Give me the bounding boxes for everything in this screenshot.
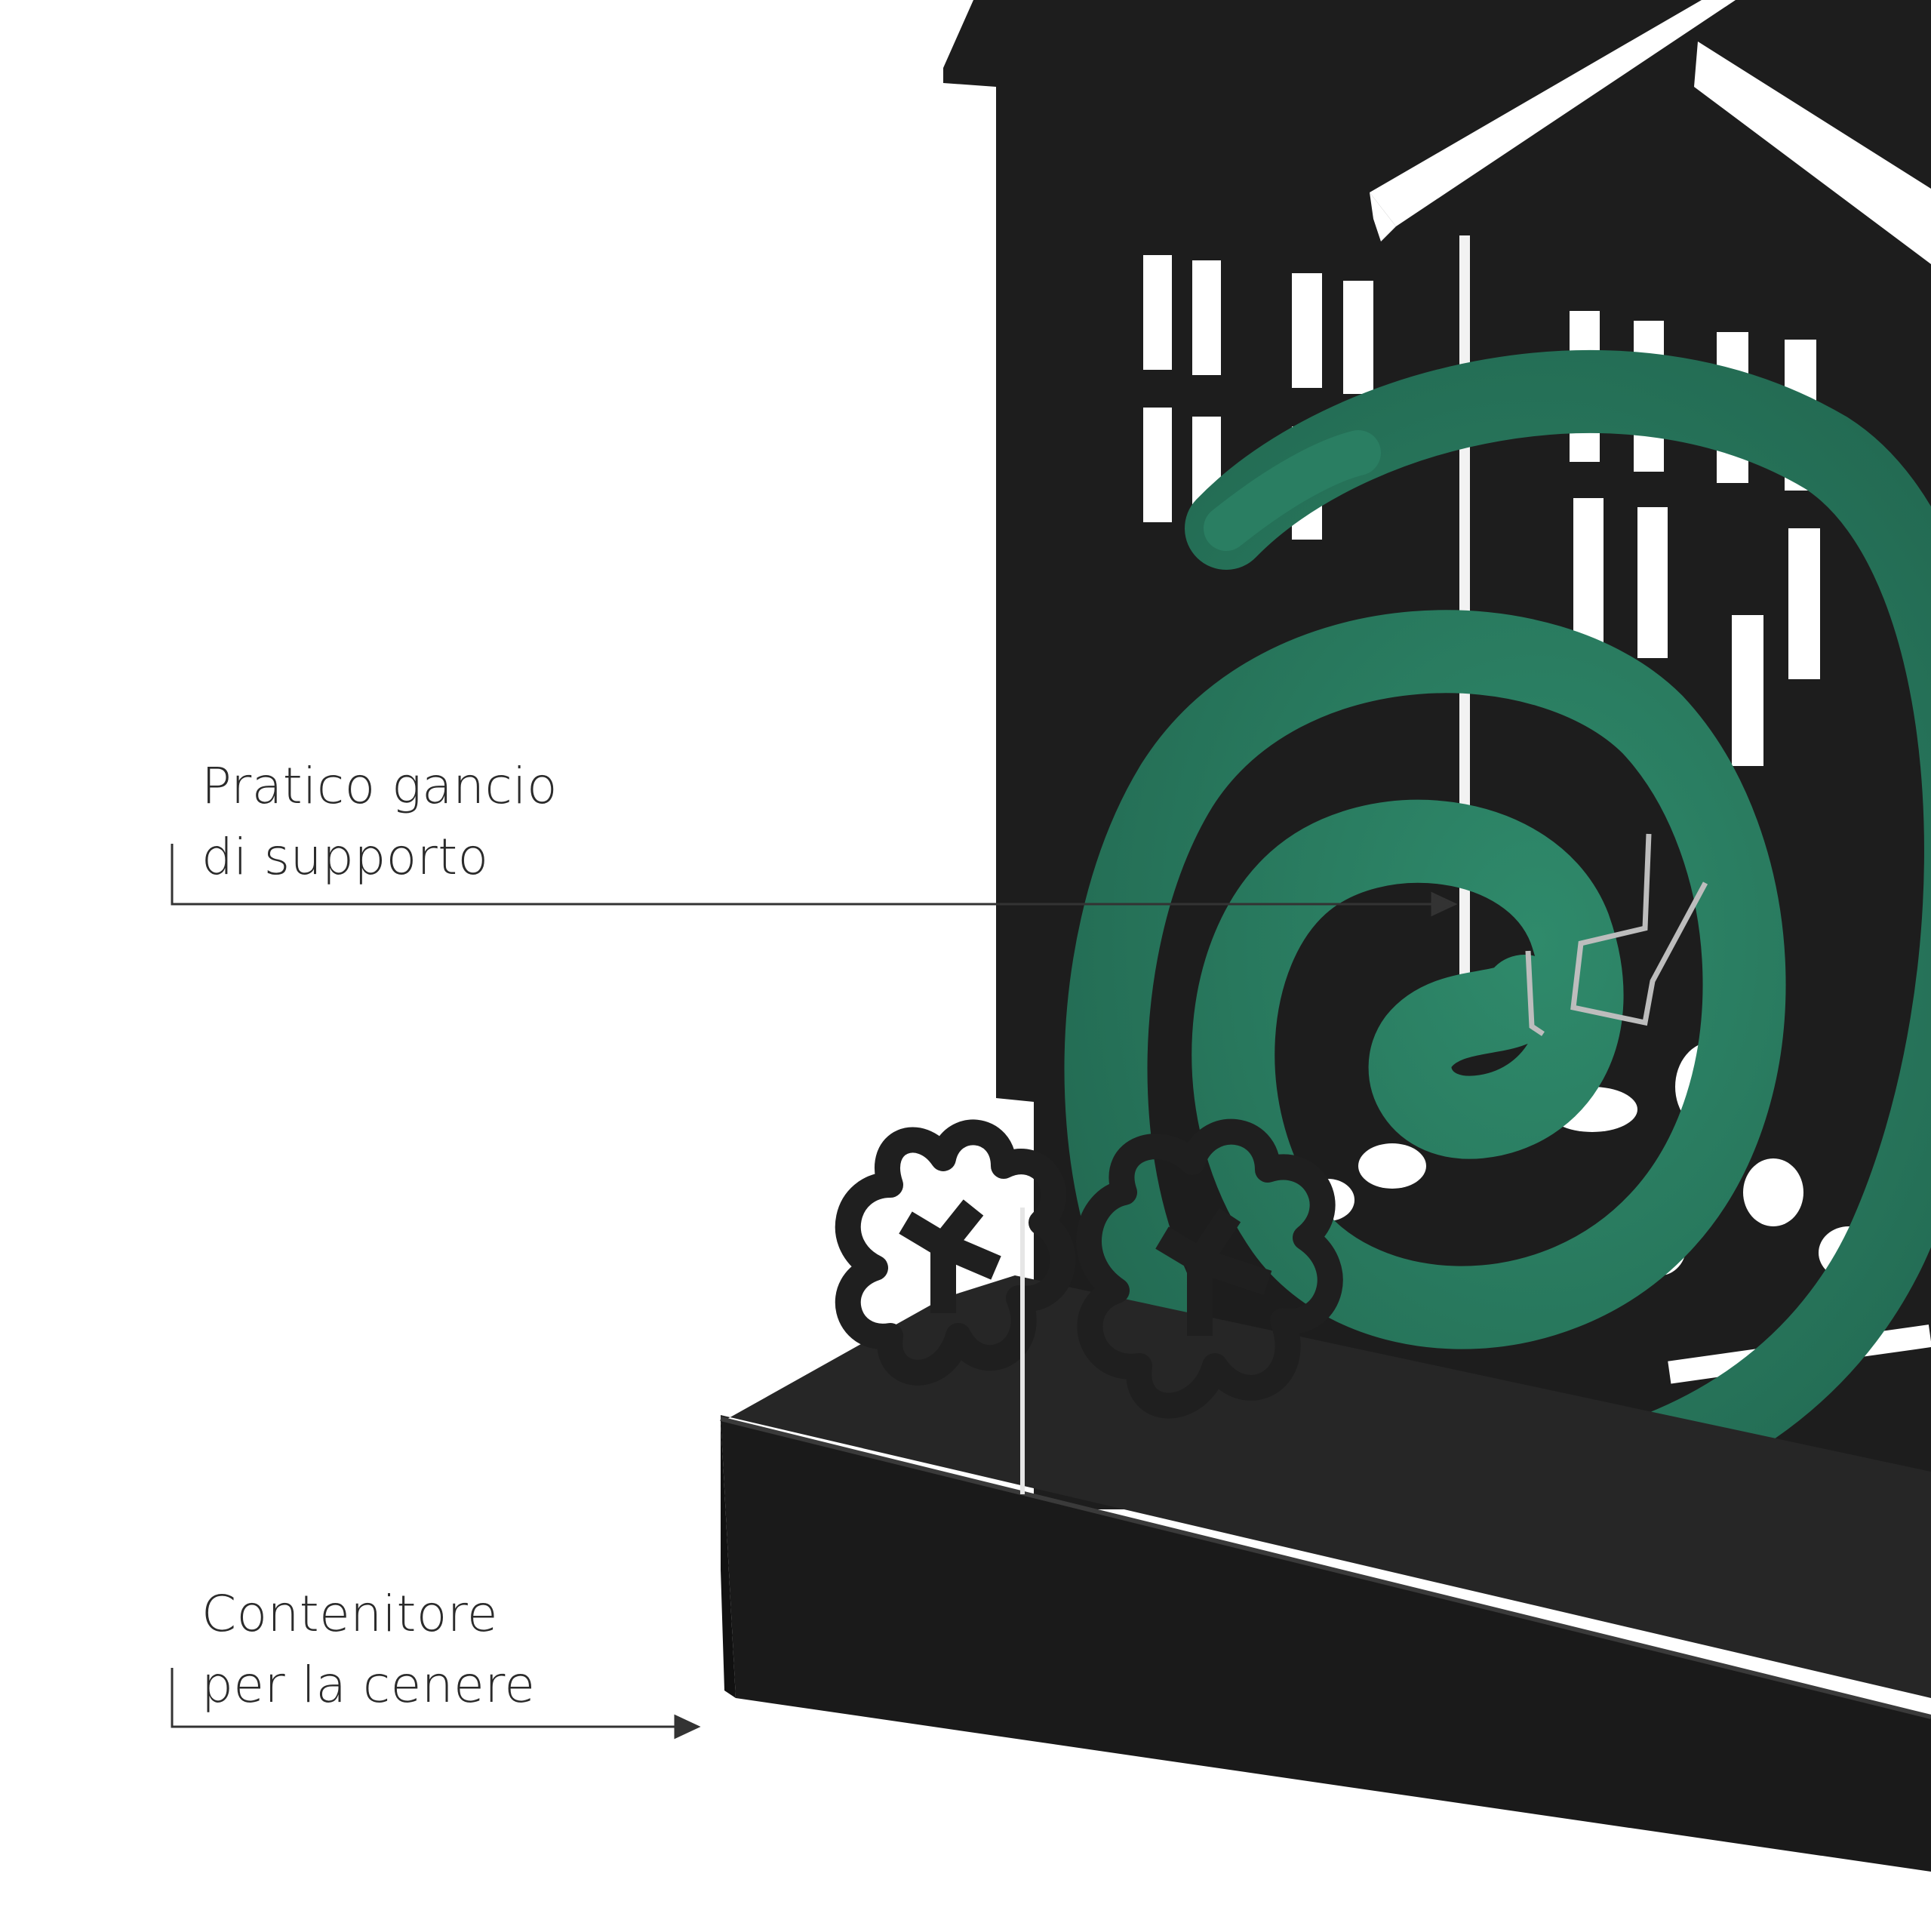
annotation-line: Pratico gancio — [201, 757, 558, 815]
annotation-line: di supporto — [201, 828, 489, 886]
annotation-leaders — [171, 844, 1458, 1740]
roof-cutout — [1370, 0, 1736, 226]
annotation-ash-tray: Contenitore per la cenere — [201, 1579, 536, 1721]
mosquito-coil — [1064, 349, 1931, 1528]
support-hook — [1525, 833, 1708, 1036]
annotation-line: Contenitore — [201, 1585, 498, 1643]
annotation-support-hook: Pratico gancio di supporto — [201, 751, 558, 893]
annotation-line: per la cenere — [201, 1656, 536, 1714]
